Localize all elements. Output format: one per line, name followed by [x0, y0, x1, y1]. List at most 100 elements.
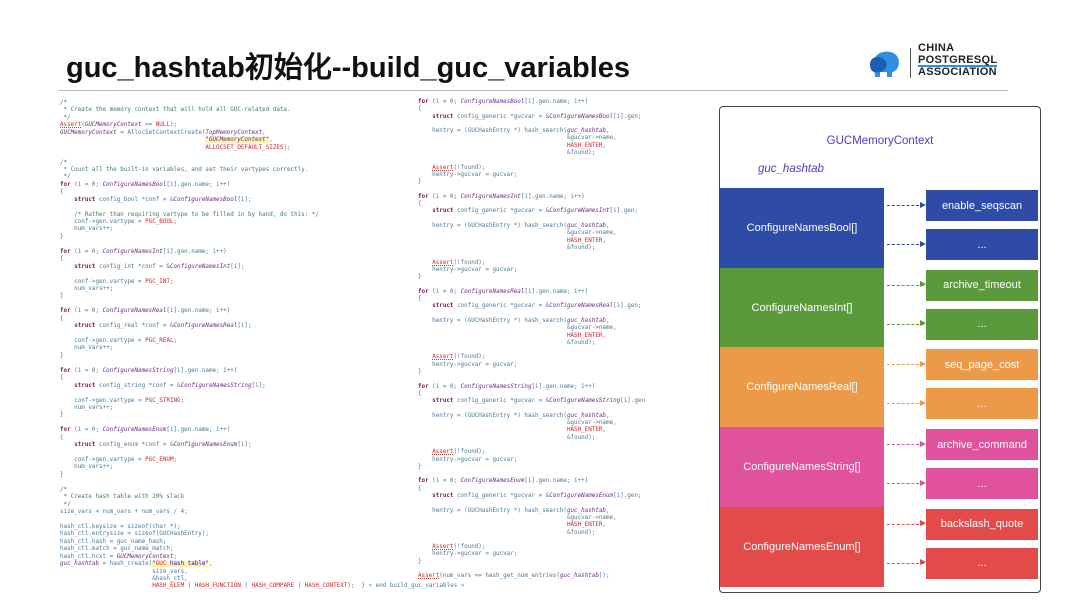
code-line: HASH_ELEM | HASH_FUNCTION | HASH_COMPARE…	[152, 583, 465, 590]
hash-entry: ...	[926, 468, 1038, 500]
hash-entry: ...	[926, 308, 1038, 340]
code-line: num_vars++;	[60, 226, 114, 233]
code-line: &gucvar->name,	[418, 514, 617, 521]
code-line: }	[418, 274, 422, 281]
code-line: hentry->gucvar = gucvar;	[418, 171, 518, 178]
dashed-arrow-icon	[887, 281, 926, 288]
code-line: num_vars++;	[60, 464, 114, 471]
config-array-4: ConfigureNamesEnum[]	[720, 506, 884, 587]
code-line: for (i = 0; ConfigureNamesInt[i].gen.nam…	[60, 248, 227, 255]
code-line: ALLOCSET_DEFAULT_SIZES);	[205, 144, 291, 151]
dashed-arrow-icon	[887, 440, 926, 447]
code-line	[418, 187, 713, 194]
hash-entry: archive_command	[926, 429, 1038, 461]
code-line: }	[418, 558, 422, 565]
code-line: for (i = 0; ConfigureNamesInt[i].gen.nam…	[418, 193, 585, 200]
code-line: HASH_ENTER,	[566, 522, 606, 529]
code-line: for (i = 0; ConfigureNamesString[i].gen.…	[418, 383, 596, 390]
code-line: /*	[60, 159, 68, 166]
code-line: HASH_ENTER,	[566, 332, 606, 339]
code-line: }	[418, 368, 422, 375]
code-line: {	[60, 375, 64, 382]
logo-divider	[910, 48, 911, 78]
code-line: &gucvar->name,	[418, 420, 617, 427]
code-line: hentry = (GUCHashEntry *) hash_search(gu…	[418, 223, 610, 230]
code-line: HASH_ENTER,	[566, 427, 606, 434]
code-line: size_vars = num_vars + num_vars / 4;	[60, 509, 188, 516]
config-array-3: ConfigureNamesString[]	[720, 427, 884, 508]
code-line: &gucvar->name,	[418, 230, 617, 237]
code-line	[60, 331, 412, 338]
code-line: size_vars,	[60, 568, 188, 575]
code-line: conf->gen.vartype = PGC_ENUM;	[60, 457, 178, 463]
code-line: hash_ctl.hcxt = GUCMemoryContext;	[60, 553, 178, 560]
code-line	[60, 301, 412, 308]
code-line: hentry = (GUCHashEntry *) hash_search(gu…	[418, 128, 610, 135]
code-line: hentry->gucvar = gucvar;	[418, 266, 518, 273]
code-line: num_vars++;	[60, 345, 114, 352]
code-line: for (i = 0; ConfigureNamesEnum[i].gen.na…	[418, 478, 589, 485]
code-line	[60, 204, 412, 211]
hash-entry: seq_page_cost	[926, 349, 1038, 381]
guc-memory-context-diagram: GUCMemoryContext guc_hashtab ConfigureNa…	[719, 106, 1041, 593]
hash-entry: enable_seqscan	[926, 190, 1038, 221]
config-array-1: ConfigureNamesInt[]	[720, 267, 884, 348]
code-line: &gucvar->name,	[418, 325, 617, 332]
dashed-arrow-icon	[887, 360, 926, 367]
code-line	[418, 252, 713, 259]
code-line	[60, 450, 412, 457]
logo-line: POSTGRESQL	[918, 53, 998, 67]
code-line: {	[60, 434, 64, 441]
code-line: Assert(!found);	[432, 544, 486, 551]
dashed-arrow-icon	[887, 201, 926, 208]
code-line: hash_ctl.keysize = sizeof(char *);	[60, 523, 181, 530]
code-line: &hash_ctl,	[60, 576, 188, 582]
code-line: hash_ctl.entrysize = sizeof(GUCHashEntry…	[60, 531, 209, 538]
code-line: num_vars++;	[60, 404, 114, 411]
code-line	[418, 157, 713, 164]
code-line: {	[418, 201, 422, 208]
code-line: num_vars++;	[60, 285, 114, 292]
code-line: for (i = 0; ConfigureNamesReal[i].gen.na…	[60, 308, 231, 315]
dashed-arrow-icon	[887, 520, 926, 527]
code-line: Assert(!found);	[432, 259, 486, 266]
code-line: }	[60, 293, 64, 300]
code-line: hentry->gucvar = gucvar;	[418, 361, 518, 368]
hashtab-label: guc_hashtab	[758, 163, 824, 175]
code-line: /*	[60, 486, 68, 493]
dashed-arrow-icon	[887, 559, 926, 566]
code-line: }	[418, 463, 422, 470]
context-label: GUCMemoryContext	[826, 135, 934, 147]
code-line: &found);	[418, 529, 596, 536]
code-line: {	[418, 296, 422, 303]
code-line: hentry->gucvar = gucvar;	[418, 551, 518, 558]
code-line: HASH_ENTER,	[566, 142, 606, 149]
code-line: * Count all the built-in variables, and …	[60, 166, 309, 173]
code-line	[60, 390, 412, 397]
code-line: for (i = 0; ConfigureNamesEnum[i].gen.na…	[60, 427, 231, 434]
code-line: {	[418, 390, 422, 397]
code-line	[418, 405, 713, 412]
code-line: struct config_generic *gucvar = &Configu…	[432, 398, 645, 405]
code-line	[60, 271, 412, 278]
code-line: struct config_string *conf = &ConfigureN…	[74, 382, 266, 389]
code-line: Assert(!found);	[432, 354, 486, 361]
code-line: HASH_ENTER,	[566, 237, 606, 244]
code-line: "GUCMemoryContext",	[205, 137, 273, 144]
code-panel-right: for (i = 0; ConfigureNamesBool[i].gen.na…	[418, 99, 713, 581]
code-line: hentry = (GUCHashEntry *) hash_search(gu…	[418, 507, 610, 514]
code-line: }	[60, 352, 64, 359]
code-line: hentry = (GUCHashEntry *) hash_search(gu…	[418, 317, 610, 324]
code-line: }	[60, 412, 64, 419]
code-line: struct config_bool *conf = &ConfigureNam…	[74, 196, 252, 203]
code-panel-left: /* * Create the memory context that will…	[60, 100, 465, 591]
code-line: struct config_int *conf = &ConfigureName…	[74, 263, 245, 270]
dashed-arrow-icon	[887, 240, 926, 247]
code-line: }	[60, 471, 64, 478]
code-line	[418, 537, 713, 544]
code-line: for (i = 0; ConfigureNamesReal[i].gen.na…	[418, 288, 589, 295]
code-line: struct config_generic *gucvar = &Configu…	[432, 303, 642, 310]
logo-line: ASSOCIATION	[918, 65, 997, 78]
elephant-logo-icon	[870, 51, 899, 77]
code-line: GUCMemoryContext = AllocSetContextCreate…	[60, 129, 266, 136]
